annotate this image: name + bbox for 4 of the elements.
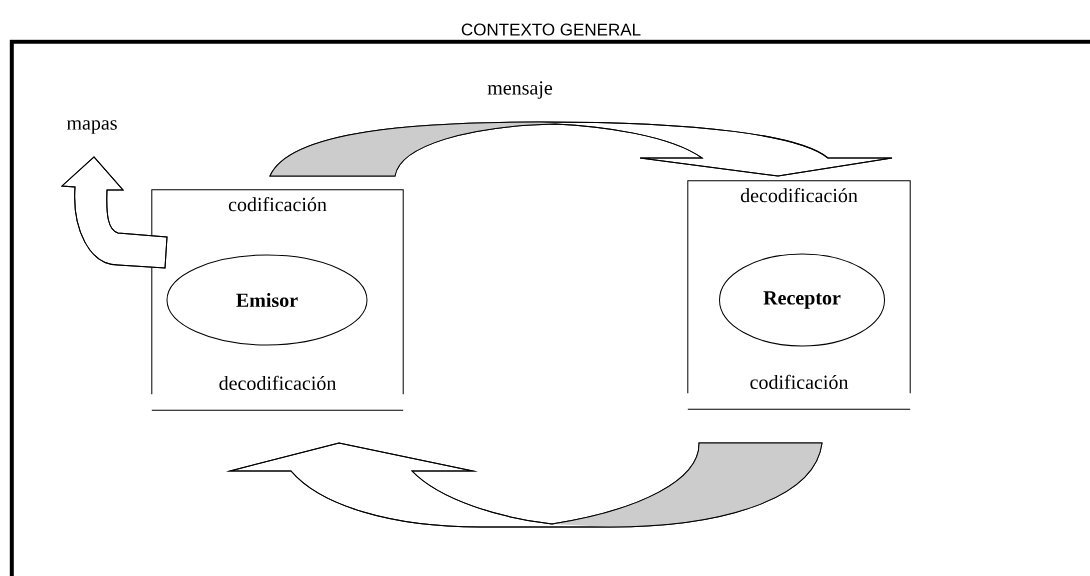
text: mapas: [66, 120, 117, 134]
block-arrow: [61, 156, 168, 269]
block-arrow: [269, 121, 893, 177]
edge-label: mensaje: [485, 79, 555, 101]
